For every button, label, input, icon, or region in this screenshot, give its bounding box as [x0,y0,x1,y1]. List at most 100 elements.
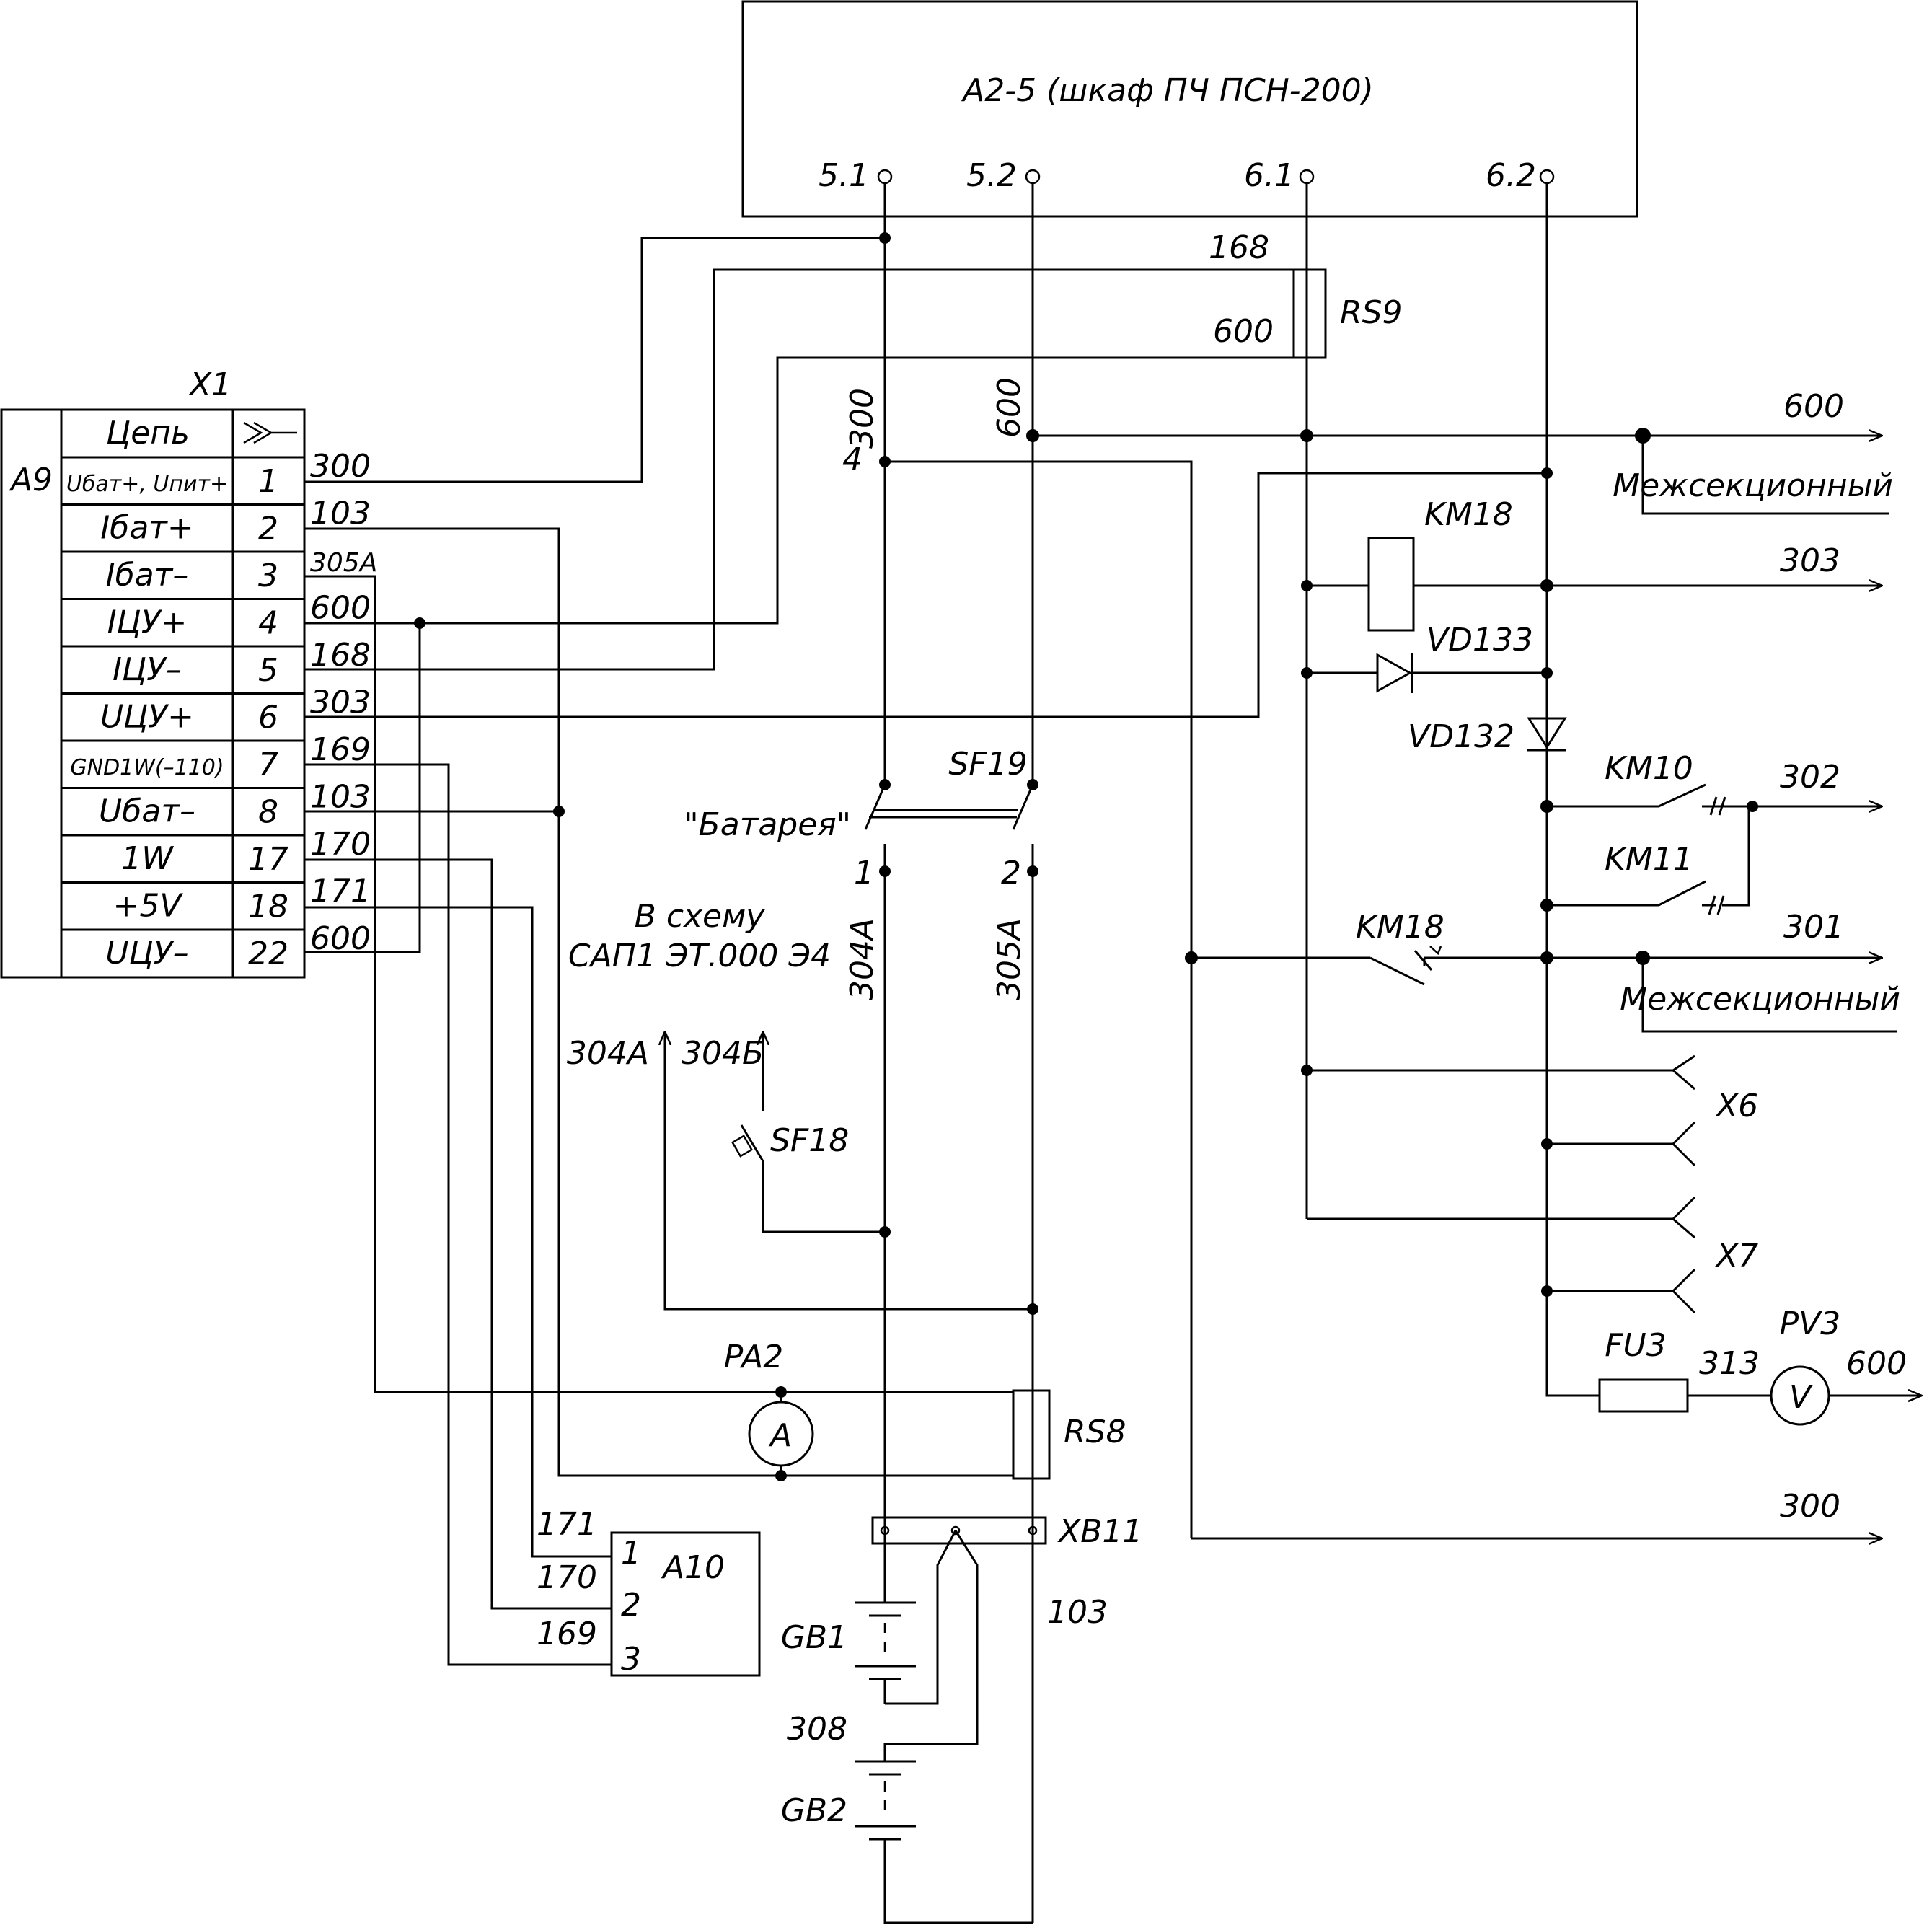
terminal-6-1-label: 6.1 [1244,157,1294,194]
row-circuit: GND1W(–110) [70,755,224,780]
km18-coil-group: KM18 VD133 VD132 [1301,496,1567,755]
batteries: GB1 308 GB2 [781,1543,1033,1924]
km18-contact-line: KM18 [1185,909,1553,986]
fu3-label: FU3 [1605,1327,1667,1364]
main-verticals: 300 600 4 [842,183,1889,1538]
note-line2: САП1 ЭТ.000 Э4 [568,938,831,974]
terminal-6-2-circle [1539,169,1555,185]
module-a10: A10 1 2 3 171 170 169 [537,1506,761,1678]
a10-wire-169: 169 [537,1616,597,1652]
km18-coil-label: KM18 [1424,496,1513,533]
km10-km11-contacts: KM10 KM11 [1540,750,1758,915]
cabinet-a2-5: А2-5 (шкаф ПЧ ПСН-200) 5.1 5.2 6.1 6.2 [741,0,1638,218]
fu3-pv3-group: V FU3 313 PV3 600 [1545,1291,1922,1426]
terminal-5-2-label: 5.2 [966,157,1017,194]
x1-wiring [304,237,1547,1666]
wire-304b-arrow-label: 304Б [682,1035,764,1072]
terminal-5-2-circle [1025,169,1041,185]
terminal-5-1-circle [877,169,893,185]
sf19-name: "Батарея" [684,806,851,843]
row-wire: 300 [310,448,371,485]
cabinet-title: А2-5 (шкаф ПЧ ПСН-200) [961,72,1374,109]
rs8-label: RS8 [1064,1414,1126,1450]
a10-pin3: 3 [621,1641,641,1678]
row-circuit: Uбат– [99,793,195,829]
wire-305a-vertical-label: 305А [991,918,1028,1000]
pa2-label: PA2 [724,1339,783,1375]
shunt-rs9: RS9 168 600 [1209,229,1403,359]
pv3-label: PV3 [1780,1305,1841,1342]
xb11-group: XB11 103 [871,1513,1142,1758]
row-pin: 17 [248,841,288,878]
wire-300-label: 300 [844,388,881,449]
row-pin: 1 [258,463,278,500]
x7-label: X7 [1715,1238,1758,1274]
vd133-label: VD133 [1426,622,1533,658]
a10-pin1: 1 [621,1535,641,1572]
row-wire: 600 [310,589,371,626]
sf18-label: SF18 [770,1122,849,1159]
breaker-sf19: SF19 "Батарея" 1 2 [684,746,1038,891]
xb11-label: XB11 [1057,1513,1142,1550]
a10-wire-171: 171 [537,1506,597,1543]
row-pin: 2 [258,510,278,547]
row-wire: 169 [310,731,371,768]
wire-600-label: 600 [991,377,1028,438]
row-wire: 305А [310,548,377,578]
output-302-label: 302 [1780,759,1840,796]
a10-pin2: 2 [621,1587,641,1624]
row-circuit: Iбат– [106,557,189,594]
row-circuit: +5V [113,887,184,924]
header-circuit: Цепь [106,415,190,451]
km18-contact-label: KM18 [1356,909,1444,946]
output-600-voltmeter-label: 600 [1846,1345,1907,1382]
rs9-top-wire: 168 [1209,229,1269,266]
intersection-2-label: Межсекционный [1620,981,1900,1018]
a10-label: A10 [661,1549,725,1586]
row-pin: 4 [258,604,278,641]
vd132-label: VD132 [1408,718,1514,755]
a10-wire-170: 170 [537,1559,597,1596]
wire-304a-arrow-label: 304А [567,1035,649,1072]
row-wire: 171 [310,873,371,909]
connector-row: +5V 18 171 [113,873,371,925]
wire-308-label: 308 [787,1711,847,1748]
sf19-label: SF19 [948,746,1027,783]
row-pin: 18 [248,888,288,925]
row-circuit: UЦУ+ [100,698,194,735]
gb1-label: GB1 [781,1619,847,1656]
output-301-label: 301 [1783,909,1844,946]
rs9-label: RS9 [1340,294,1403,331]
row-wire: 170 [310,826,371,863]
row-wire: 103 [310,495,371,532]
sf19-pin1: 1 [854,855,874,891]
sf19-pin2: 2 [1001,855,1021,891]
row-pin: 5 [258,652,278,689]
row-pin: 7 [258,746,278,783]
x6-label: X6 [1715,1088,1758,1124]
row-circuit: IЦУ– [113,651,182,688]
output-300-label: 300 [1780,1488,1840,1525]
wire-304a-vertical-label: 304А [844,918,881,1000]
outputs: 600 Межсекционный 303 302 301 Межсекцион… [1547,388,1900,1525]
wire-313-label: 313 [1699,1345,1760,1382]
lower-verticals: 304А 305А В схему САП1 ЭТ.000 Э4 [568,871,1034,1923]
intersection-1-label: Межсекционный [1613,467,1893,504]
row-pin: 3 [258,558,278,594]
sf18-group: SF18 304А 304Б [567,1031,1038,1315]
note-line1: В схему [635,898,766,935]
pv3-symbol: V [1789,1379,1813,1416]
row-wire: 303 [310,684,371,721]
connector-name: X1 [188,366,231,403]
connector-row: GND1W(–110) 7 169 [70,731,371,783]
pa2-rs8-group: A PA2 RS8 [724,1339,1126,1481]
x6-x7-connectors: X6 X7 [1301,1054,1758,1314]
row-wire: 600 [310,920,371,957]
